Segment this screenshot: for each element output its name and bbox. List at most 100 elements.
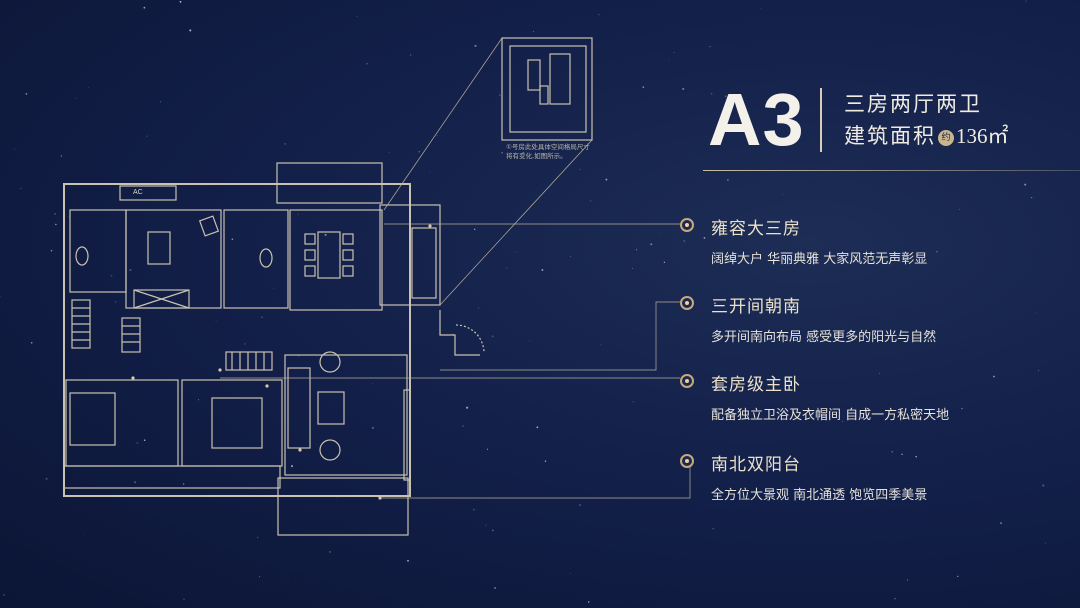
star: [1000, 522, 1002, 524]
star: [356, 16, 358, 18]
star: [703, 237, 706, 239]
star: [491, 335, 494, 338]
star: [409, 54, 412, 56]
star: [231, 238, 234, 241]
star: [110, 274, 113, 277]
star: [668, 60, 670, 61]
feature-item: 三开间朝南 多开间南向布局 感受更多的阳光与自然: [680, 292, 1070, 345]
star: [636, 249, 638, 251]
bullet-dot-icon: [680, 454, 694, 468]
star: [182, 483, 185, 485]
star: [992, 375, 995, 378]
star: [297, 213, 299, 215]
feature-desc: 全方位大景观 南北通透 饱览四季美景: [711, 488, 928, 503]
star: [136, 441, 139, 444]
star: [244, 343, 246, 345]
star: [515, 251, 517, 253]
star: [600, 344, 602, 346]
star: [773, 388, 775, 390]
plan-bed-2: [211, 397, 263, 449]
plan-wardrobe: [133, 289, 190, 309]
star: [501, 151, 504, 154]
plan-balcony-north: [276, 162, 383, 204]
star: [790, 298, 792, 300]
star: [372, 427, 374, 429]
bullet-dot-icon: [680, 374, 694, 388]
star: [658, 233, 660, 234]
star: [726, 178, 729, 181]
plan-master-bed: [69, 392, 116, 446]
star: [529, 340, 530, 342]
star: [891, 451, 893, 453]
feature-desc: 阔绰大户 华丽典雅 大家风范无声彰显: [711, 252, 928, 267]
star: [462, 425, 465, 428]
star: [532, 31, 535, 33]
plan-ac-label: AC: [133, 189, 143, 196]
star: [418, 151, 420, 153]
star: [317, 606, 319, 608]
star: [14, 148, 15, 150]
star: [183, 598, 185, 600]
star: [129, 269, 132, 272]
star: [0, 295, 1, 297]
star: [486, 448, 489, 450]
bullet-dot-icon: [680, 218, 694, 232]
star: [259, 576, 261, 578]
star: [901, 453, 903, 456]
star: [366, 62, 368, 65]
star: [1030, 196, 1033, 199]
star: [291, 465, 293, 468]
star: [878, 372, 881, 375]
star: [579, 169, 581, 171]
star: [866, 250, 868, 251]
star: [82, 535, 84, 537]
area-value: 136㎡: [956, 124, 1009, 148]
plan-bathroom-2: [223, 209, 289, 309]
star: [853, 82, 855, 84]
plan-desk: [147, 231, 171, 265]
star: [965, 345, 967, 346]
plan-tv-table: [317, 391, 345, 425]
star: [760, 8, 762, 10]
star: [45, 477, 48, 480]
star: [181, 22, 183, 24]
star: [710, 92, 713, 95]
feature-item: 套房级主卧 配备独立卫浴及衣帽间 自成一方私密天地: [680, 370, 1070, 423]
feature-item: 南北双阳台 全方位大景观 南北通透 饱览四季美景: [680, 450, 1070, 503]
star: [569, 573, 571, 574]
star: [724, 95, 727, 97]
star: [782, 194, 784, 195]
star: [587, 601, 590, 603]
star: [1024, 183, 1027, 186]
plan-balcony-south: [277, 477, 409, 536]
star: [896, 107, 898, 110]
star: [407, 559, 409, 562]
star: [682, 87, 685, 91]
feature-desc: 多开间南向布局 感受更多的阳光与自然: [711, 330, 937, 345]
star: [961, 408, 963, 410]
star: [189, 29, 192, 32]
title-separator: [820, 88, 822, 152]
star: [25, 93, 28, 95]
star: [261, 316, 263, 319]
feature-desc: 配备独立卫浴及衣帽间 自成一方私密天地: [711, 408, 950, 423]
star: [485, 524, 487, 526]
plan-dining-table: [317, 231, 341, 279]
star: [663, 261, 666, 263]
plan-kitchen-inset: [501, 37, 593, 141]
star: [570, 255, 571, 257]
star: [324, 233, 327, 236]
plan-master-bedroom: [65, 379, 179, 467]
star: [75, 97, 77, 99]
unit-layout: 三房两厅两卫: [844, 92, 982, 116]
star: [642, 86, 645, 89]
feature-title: 套房级主卧: [711, 375, 801, 395]
unit-code: A3: [708, 78, 805, 161]
star: [541, 268, 544, 272]
star: [632, 267, 633, 269]
star: [466, 406, 469, 409]
star: [1042, 484, 1045, 487]
